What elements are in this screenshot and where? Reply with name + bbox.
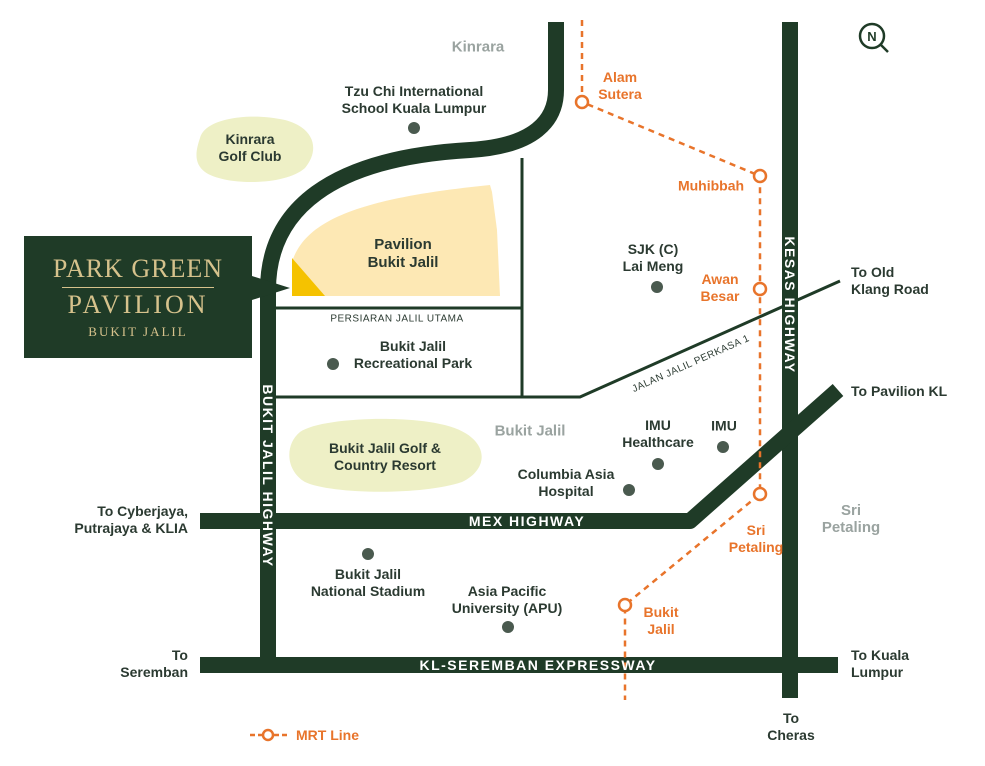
poi-dot-columbia-asia[interactable] [623,484,635,496]
legend-mrt-symbol [250,728,288,742]
label-kl-seremban-expressway: KL-SEREMBAN EXPRESSWAY [419,657,657,673]
park-green-site-highlight [292,258,325,296]
label-kesas-highway: KESAS HIGHWAY [782,236,798,374]
poi-dot-imu-healthcare[interactable] [652,458,664,470]
park-green-pavilion-brand: PARK GREEN PAVILION BUKIT JALIL [24,236,252,358]
mrt-station-bukit-jalil[interactable] [617,597,633,613]
mrt-station-alam-sutera[interactable] [574,94,590,110]
poi-dot-imu[interactable] [717,441,729,453]
label-persiaran-jalil-utama: PERSIARAN JALIL UTAMA [330,313,464,325]
mrt-station-sri-petaling[interactable] [752,486,768,502]
brand-divider [62,287,214,288]
poi-dot-sjk-lai-meng[interactable] [651,281,663,293]
mrt-line [580,20,762,700]
compass-letter: N [867,29,876,44]
brand-line-3: BUKIT JALIL [88,324,188,339]
label-to-pavilion-kl: To Pavilion KL [851,383,948,399]
label-mex-highway: MEX HIGHWAY [468,513,586,529]
legend-mrt-line-label: MRT Line [296,727,359,743]
mrt-station-muhibbah[interactable] [752,168,768,184]
road-jalan-jalil-perkasa [274,279,841,399]
mex-highway-road [200,384,844,529]
area-bukit-jalil: Bukit Jalil [494,422,566,440]
poi-dot-recreational-park[interactable] [327,358,339,370]
label-to-cyberjaya: To Cyberjaya,Putrajaya & KLIA [74,503,188,536]
golf-resort-area [289,418,482,492]
label-golf-country-resort: Bukit Jalil Golf &Country Resort [328,440,442,473]
compass-icon: N [858,22,889,53]
label-mrt-muhibbah: Muhibbah [677,177,745,194]
label-sjk-lai-meng: SJK (C)Lai Meng [622,241,684,274]
area-kinrara: Kinrara [451,38,505,56]
kinrara-golf-club-area [196,116,314,183]
brand-line-2: PAVILION [67,290,209,319]
poi-dot-apu[interactable] [502,621,514,633]
brand-line-1: PARK GREEN [52,254,224,283]
poi-dot-national-stadium[interactable] [362,548,374,560]
brand-pointer [252,276,290,300]
bukit-jalil-highway-road [260,22,564,665]
label-bukit-jalil-highway: BUKIT JALIL HIGHWAY [260,384,276,568]
pavilion-bukit-jalil-block [292,185,500,296]
mrt-station-awan-besar[interactable] [752,281,768,297]
label-imu: IMU [711,417,737,434]
poi-dot-tzu-chi[interactable] [408,122,420,134]
